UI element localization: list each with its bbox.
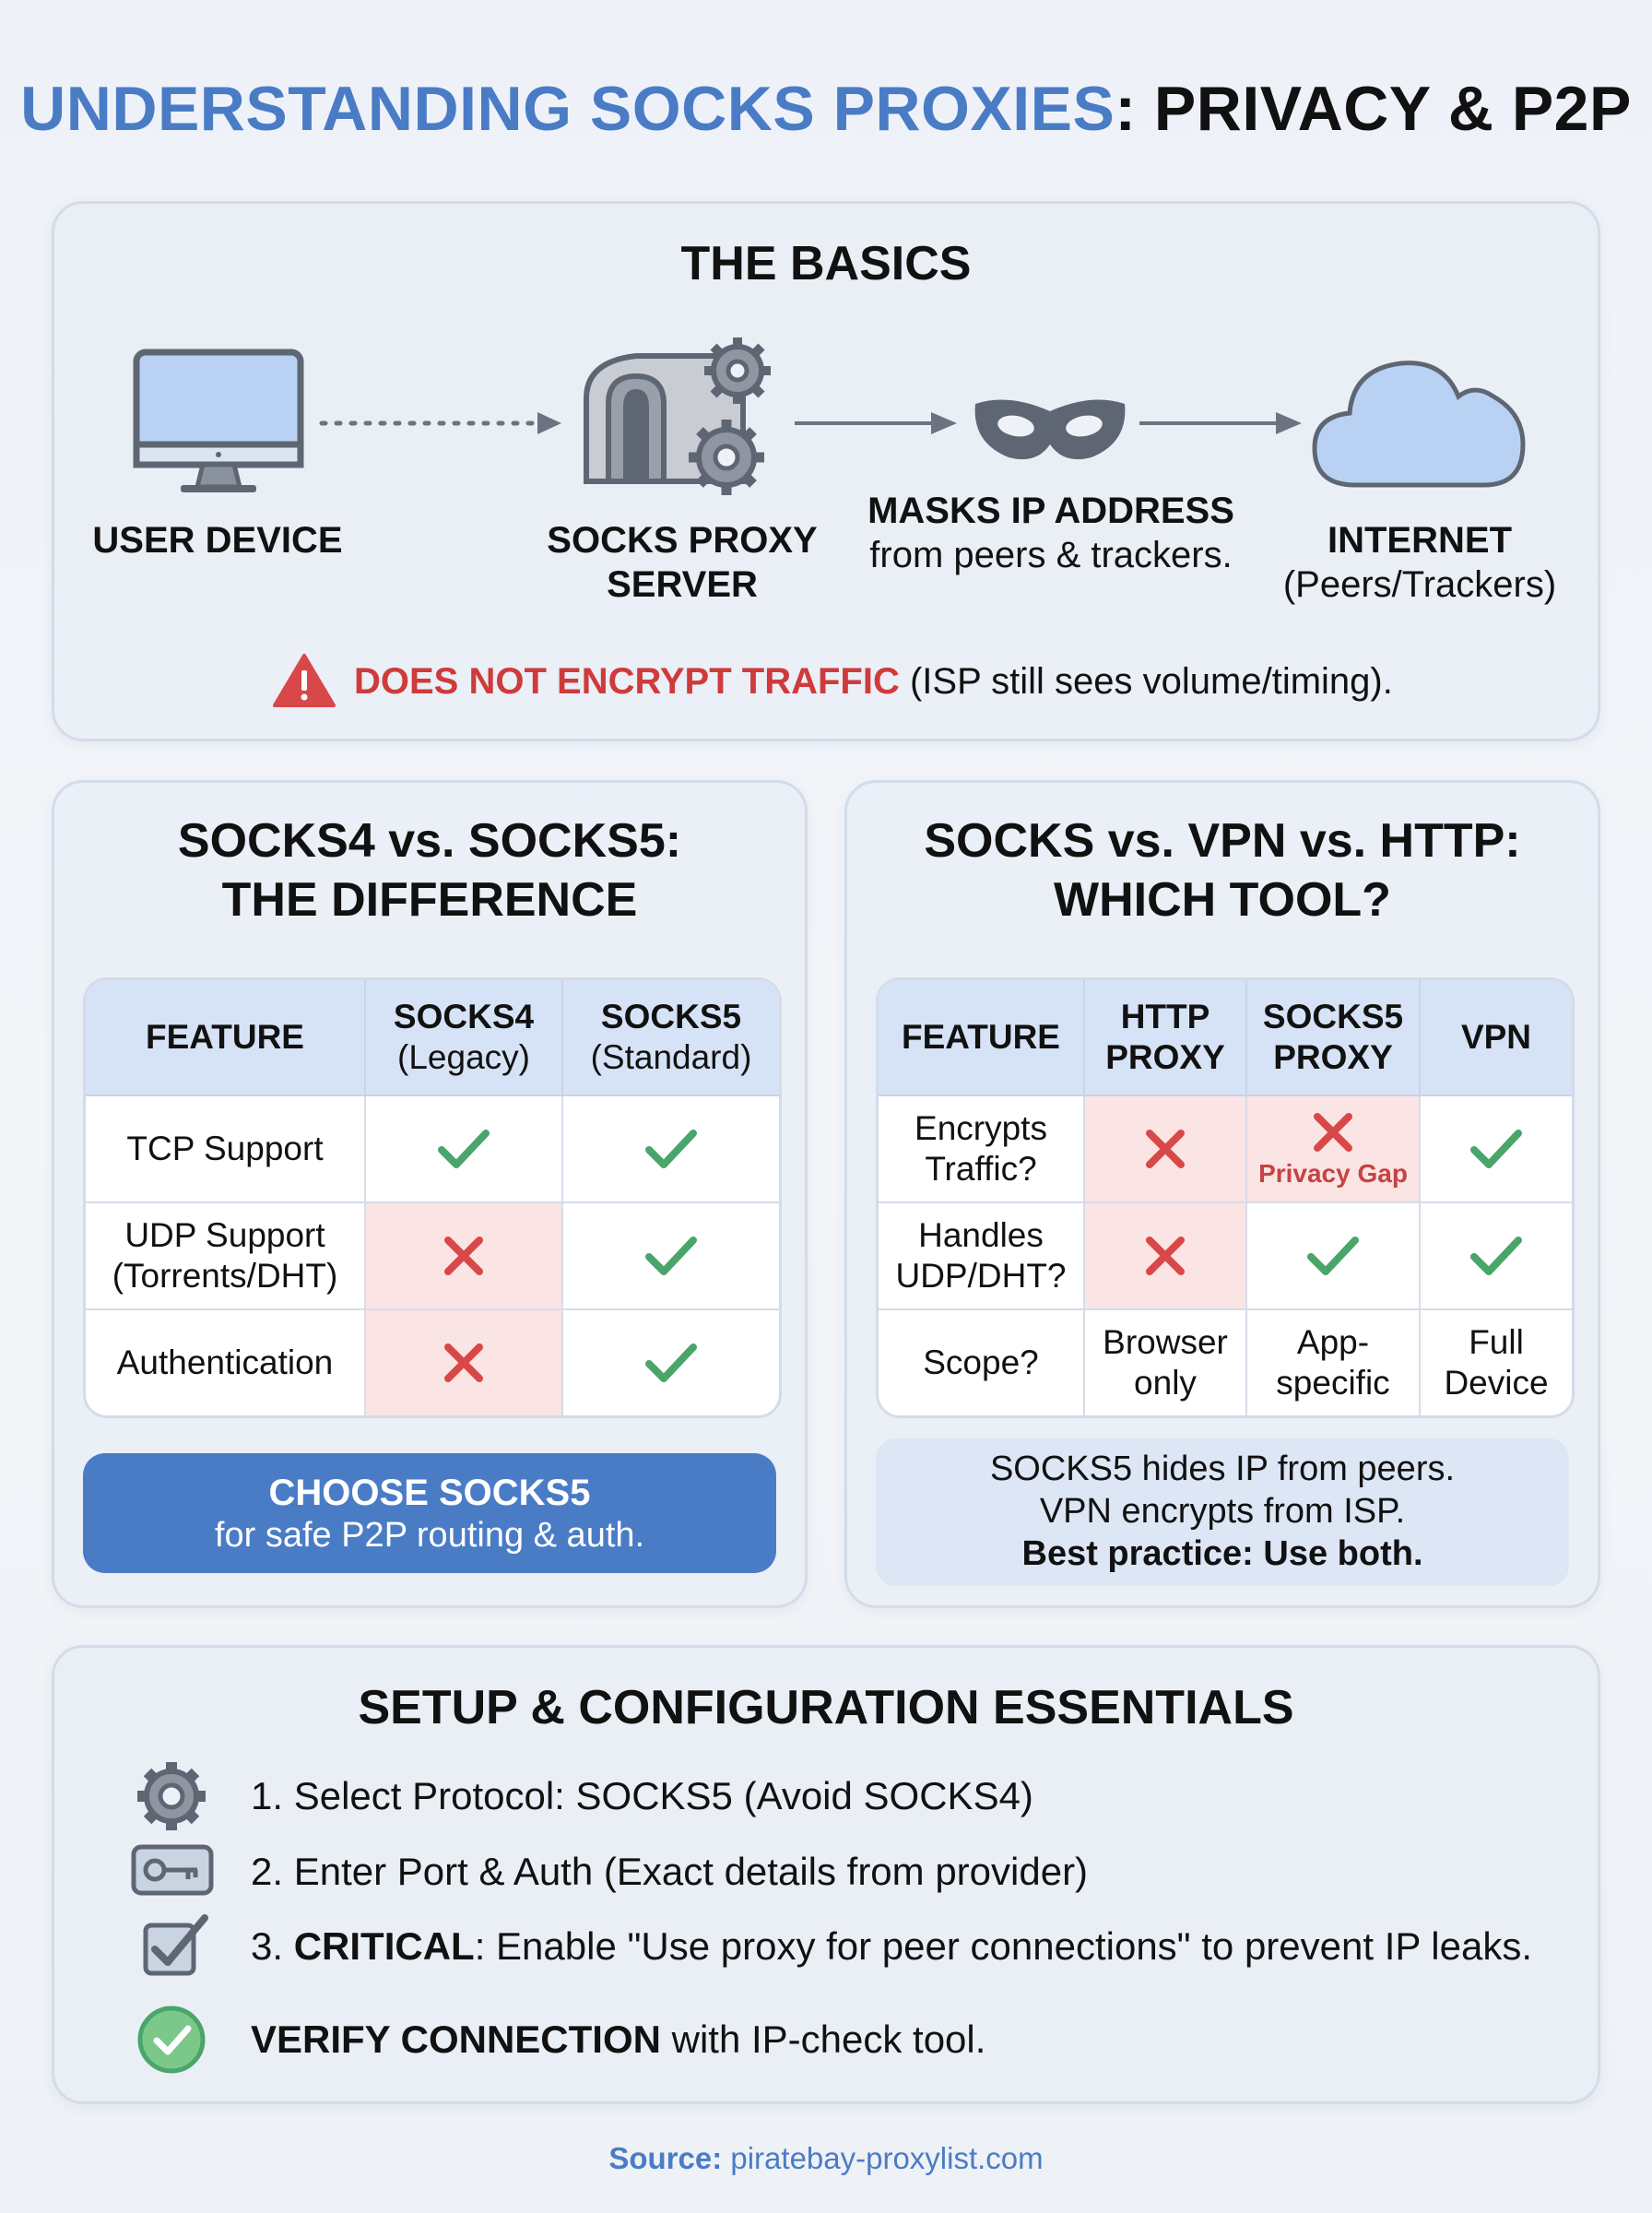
- col-vpn: VPN: [1421, 980, 1572, 1096]
- cross-cell: [1085, 1096, 1247, 1203]
- check-cell: [366, 1096, 563, 1203]
- setup-heading: SETUP & CONFIGURATION ESSENTIALS: [358, 1681, 1294, 1734]
- key-icon: [131, 1844, 214, 1896]
- col-socks4: SOCKS4(Legacy): [366, 980, 563, 1096]
- socks-diff-heading: SOCKS4 vs. SOCKS5: THE DIFFERENCE: [177, 814, 682, 927]
- cross-cell: [366, 1203, 563, 1310]
- table-row: TCP Support: [86, 1096, 779, 1203]
- mask-label: MASKS IP ADDRESS from peers & trackers.: [867, 491, 1234, 575]
- table-header-row: FEATURE SOCKS4(Legacy) SOCKS5(Standard): [86, 980, 779, 1096]
- feature-cell: Scope?: [879, 1310, 1085, 1415]
- setup-step-1: 1. Select Protocol: SOCKS5 (Avoid SOCKS4…: [251, 1774, 1033, 1817]
- check-icon: [438, 1130, 490, 1168]
- page-title: UNDERSTANDING SOCKS PROXIES: PRIVACY & P…: [0, 72, 1652, 146]
- col-feature: FEATURE: [86, 980, 366, 1096]
- check-cell: [1421, 1203, 1572, 1310]
- title-highlight: UNDERSTANDING SOCKS PROXIES: [20, 74, 1115, 144]
- user-device-label: USER DEVICE: [92, 520, 343, 561]
- title-rest: : PRIVACY & P2P: [1115, 74, 1632, 144]
- check-circle-icon: [137, 2006, 206, 2074]
- setup-card: [52, 1645, 1600, 2104]
- check-icon: [645, 1237, 697, 1275]
- table-row: Authentication: [86, 1310, 779, 1415]
- col-socks5: SOCKS5(Standard): [563, 980, 779, 1096]
- proxy-server-icon: [584, 337, 771, 495]
- check-cell: [1247, 1203, 1421, 1310]
- check-icon: [645, 1343, 697, 1382]
- arrow-right-icon: [1139, 412, 1302, 434]
- cross-icon: [444, 1343, 483, 1382]
- check-cell: [563, 1096, 779, 1203]
- check-icon: [1470, 1130, 1522, 1168]
- check-cell: [563, 1310, 779, 1415]
- socks-diff-table: FEATURE SOCKS4(Legacy) SOCKS5(Standard) …: [83, 977, 782, 1418]
- feature-cell: Authentication: [86, 1310, 366, 1415]
- cross-cell: [1085, 1203, 1247, 1310]
- source-credit: Source: piratebay-proxylist.com: [608, 2141, 1044, 2175]
- setup-step-3: 3. CRITICAL: Enable "Use proxy for peer …: [251, 1924, 1533, 1968]
- cross-icon: [1146, 1237, 1185, 1275]
- cross-cell: [366, 1310, 563, 1415]
- mask-icon: [974, 399, 1126, 460]
- gear-icon: [137, 1762, 206, 1830]
- col-feature: FEATURE: [879, 980, 1085, 1096]
- cross-icon: [1146, 1130, 1185, 1168]
- setup-step-4: VERIFY CONNECTION with IP-check tool.: [251, 2018, 986, 2061]
- check-cell: [563, 1203, 779, 1310]
- warning-text: DOES NOT ENCRYPT TRAFFIC (ISP still sees…: [354, 661, 1393, 702]
- check-cell: [1421, 1096, 1572, 1203]
- feature-cell: TCP Support: [86, 1096, 366, 1203]
- setup-step-2: 2. Enter Port & Auth (Exact details from…: [251, 1850, 1089, 1893]
- checkbox-icon: [143, 1914, 208, 1976]
- warning-icon: [273, 654, 336, 707]
- compare-heading: SOCKS vs. VPN vs. HTTP: WHICH TOOL?: [924, 814, 1521, 927]
- cross-icon: [1314, 1113, 1352, 1152]
- cloud-icon: [1312, 361, 1526, 488]
- check-icon: [1470, 1237, 1522, 1275]
- dotted-arrow-icon: [319, 412, 561, 434]
- monitor-icon: [133, 349, 304, 492]
- choose-socks5-banner: CHOOSE SOCKS5 for safe P2P routing & aut…: [83, 1453, 776, 1573]
- privacy-gap-cell: Privacy Gap: [1247, 1096, 1421, 1203]
- check-icon: [645, 1130, 697, 1168]
- scope-cell: App-specific: [1247, 1310, 1421, 1415]
- feature-cell: UDP Support(Torrents/DHT): [86, 1203, 366, 1310]
- check-icon: [1307, 1237, 1359, 1275]
- arrow-right-icon: [795, 412, 957, 434]
- proxy-server-label: SOCKS PROXY SERVER: [547, 520, 818, 605]
- best-practice-note: SOCKS5 hides IP from peers. VPN encrypts…: [876, 1438, 1569, 1586]
- cross-icon: [444, 1237, 483, 1275]
- table-row: UDP Support(Torrents/DHT): [86, 1203, 779, 1310]
- internet-label: INTERNET (Peers/Trackers): [1282, 520, 1557, 605]
- basics-heading: THE BASICS: [680, 237, 972, 290]
- privacy-gap-label: Privacy Gap: [1258, 1159, 1408, 1188]
